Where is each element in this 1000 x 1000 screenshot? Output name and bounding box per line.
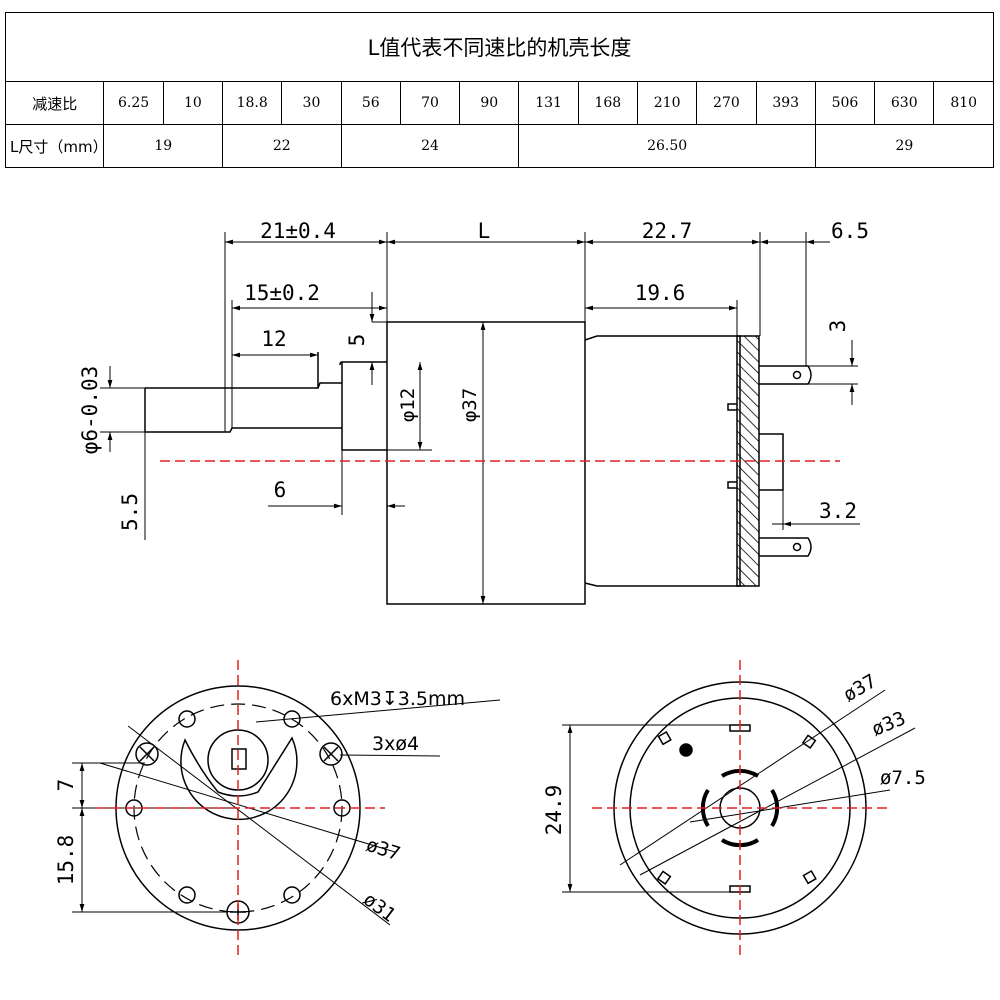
dim-phi37-front-label: ø37	[363, 834, 402, 866]
rim-tab	[802, 870, 817, 885]
length-label: L尺寸（mm）	[4, 124, 108, 168]
boss-crescent	[180, 736, 298, 821]
dim-21-label: 21±0.4	[260, 219, 336, 243]
polarity-dot	[679, 743, 693, 757]
gearbox-housing	[386, 321, 586, 605]
rim-tab	[657, 731, 672, 746]
dim-15-label: 15±0.2	[244, 281, 320, 305]
pins-note: 3xø4	[372, 733, 419, 755]
dim-7-label: 7	[54, 779, 78, 792]
dim-phi31-label: ø31	[359, 888, 400, 926]
length-cell: 24	[340, 124, 520, 168]
brush-bump	[759, 433, 784, 491]
m3-hole	[178, 710, 196, 728]
dim-6-label: 6	[274, 478, 287, 502]
ratio-cell: 168	[577, 81, 639, 125]
length-cell: 29	[814, 124, 995, 168]
ratio-cell: 70	[399, 81, 461, 125]
length-row: L尺寸（mm） 19 22 24 26.50 29	[4, 124, 995, 168]
length-cell: 19	[103, 124, 224, 168]
rear-outer-circle	[613, 681, 867, 935]
ratio-label: 减速比	[4, 81, 105, 125]
m3-hole	[283, 886, 301, 904]
dim-5-label: 5	[345, 334, 369, 347]
dim-L-label: L	[478, 219, 491, 243]
shaft-d-hole	[231, 748, 247, 770]
ratio-row: 减速比 6.25 10 18.8 30 56 70 90 131 168 210…	[4, 81, 994, 125]
dim-3-label: 3	[826, 320, 850, 333]
ratio-cell: 90	[459, 81, 520, 125]
dim-phi7-5-label: ø7.5	[880, 767, 926, 789]
screw-head	[135, 742, 159, 766]
length-cell: 26.50	[518, 124, 816, 168]
dim-6-5-label: 6.5	[831, 219, 869, 243]
ratio-length-table: L值代表不同速比的机壳长度 减速比 6.25 10 18.8 30 56 70 …	[4, 12, 995, 168]
output-shaft	[144, 382, 342, 433]
holes-note: 6xM3↧3.5mm	[330, 688, 465, 710]
ratio-cell: 393	[755, 81, 816, 125]
ratio-cell: 30	[281, 81, 342, 125]
terminal-bottom	[759, 537, 812, 557]
front-view	[72, 685, 501, 931]
dim-24-9-label: 24.9	[542, 785, 566, 836]
dim-phi33-label: ø33	[869, 707, 909, 740]
ratio-cell: 506	[814, 81, 876, 125]
rear-center-lines	[592, 660, 890, 960]
dim-phi12-label: φ12	[397, 388, 419, 422]
length-cell: 22	[222, 124, 342, 168]
dim-12-label: 12	[261, 327, 286, 351]
m3-hole	[178, 886, 196, 904]
ratio-cell: 270	[696, 81, 757, 125]
rim-tab	[656, 870, 672, 886]
dim-15-8-label: 15.8	[54, 835, 78, 886]
ratio-cell: 630	[874, 81, 935, 125]
terminal-top	[759, 365, 812, 385]
dim-phi37-rear-label: ø37	[840, 670, 881, 706]
dim-3-2-label: 3.2	[819, 499, 857, 523]
dim-5-5-label: 5.5	[118, 493, 142, 531]
shaft-boss	[339, 361, 387, 451]
dim-22-7-label: 22.7	[642, 219, 693, 243]
front-center-lines	[95, 660, 385, 960]
screw-head	[319, 742, 343, 766]
dim-phi6-label: φ6-0.03	[78, 366, 102, 455]
dim-19-6-label: 19.6	[635, 281, 686, 305]
dim-phi37-label: φ37	[459, 388, 481, 422]
table-title: L值代表不同速比的机壳长度	[5, 12, 994, 82]
